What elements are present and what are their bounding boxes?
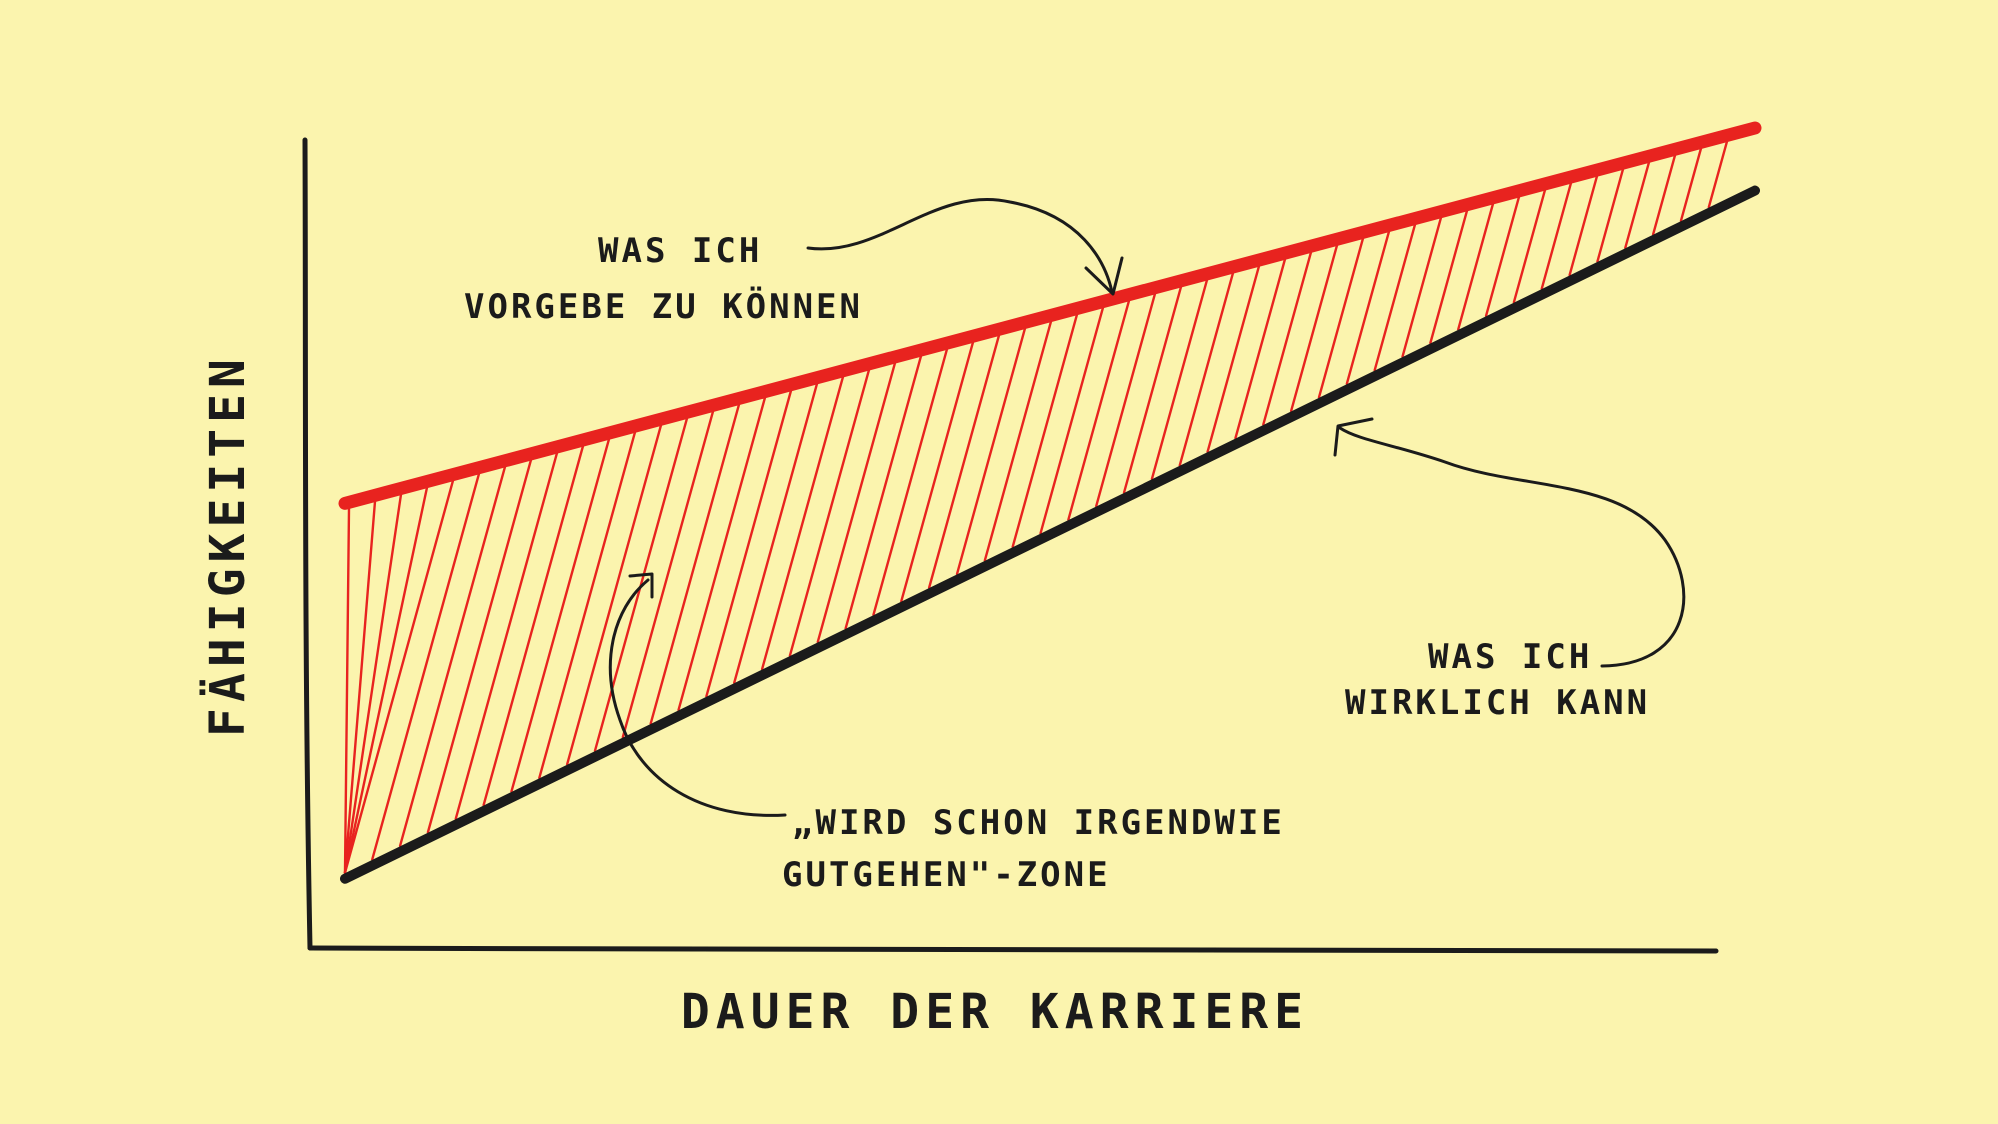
hatch-line	[1679, 147, 1703, 222]
annotation-pretend-line-2: VORGEBE ZU KÖNNEN	[464, 286, 863, 327]
hatch-line	[1651, 154, 1677, 236]
y-axis	[302, 137, 313, 951]
hatch-line	[1122, 285, 1183, 494]
y-axis-label: FÄHIGKEITEN	[199, 353, 256, 737]
hatch-line	[1206, 264, 1261, 453]
hatch-line	[1373, 223, 1417, 372]
hatch-line	[565, 424, 663, 766]
hatch-line	[482, 444, 585, 807]
hatch-line	[510, 437, 611, 793]
hatch-line	[454, 451, 559, 820]
hatch-line	[1707, 140, 1729, 209]
annotation-pretend-line-1: WAS ICH	[598, 231, 762, 271]
hatch-line	[733, 382, 819, 684]
hatch-line	[1039, 306, 1105, 535]
hatch-zone	[343, 140, 1729, 874]
hatch-line	[538, 430, 637, 780]
arrow-head-zone	[628, 572, 654, 599]
hatch-line	[1429, 209, 1469, 345]
hatch-line	[1624, 161, 1651, 250]
hatch-line	[1345, 230, 1391, 385]
hatch-line	[1484, 195, 1521, 318]
hatch-line	[1457, 202, 1495, 331]
arrow-head-actual	[1333, 417, 1374, 457]
x-axis-label: DAUER DER KARRIERE	[681, 984, 1309, 1040]
hatch-line	[705, 389, 793, 698]
hatch-line	[1540, 181, 1573, 290]
hatch-line	[816, 361, 897, 644]
hatch-line	[1178, 271, 1235, 467]
hatch-line	[1067, 299, 1131, 521]
annotation-zone-line-1: „WIRD SCHON IRGENDWIE	[792, 803, 1285, 843]
hatch-line	[1289, 244, 1339, 413]
hatch-line	[927, 334, 1001, 589]
hatch-line	[1095, 292, 1157, 508]
annotation-zone-line-2: GUTGEHEN"-ZONE	[782, 855, 1111, 895]
series-line-actual	[340, 185, 1760, 884]
hatch-line	[371, 472, 481, 861]
arrow-actual	[1338, 426, 1686, 668]
hatch-line	[955, 327, 1027, 576]
hatch-line	[426, 458, 533, 834]
arrow-zone	[608, 578, 787, 817]
hatch-line	[1568, 174, 1599, 277]
hatch-line	[900, 340, 975, 603]
hatch-line	[343, 493, 403, 874]
x-axis	[307, 945, 1719, 954]
hatch-line	[398, 465, 507, 848]
hatch-line	[1150, 278, 1209, 481]
hatch-line	[844, 354, 923, 630]
hatch-line	[343, 500, 377, 874]
hatch-line	[343, 507, 351, 874]
hatch-line	[1401, 216, 1443, 358]
series-line-pretend	[338, 121, 1762, 510]
hatch-line	[621, 410, 715, 739]
hatch-line	[1512, 188, 1547, 304]
hatch-line	[872, 347, 949, 617]
hatch-line	[1011, 313, 1079, 549]
hatch-line	[649, 403, 741, 725]
annotation-actual-line-1: WAS ICH	[1428, 637, 1592, 677]
hatch-line	[343, 486, 429, 874]
arrow-pretend	[806, 198, 1114, 294]
arrow-head-pretend	[1084, 256, 1124, 296]
hatch-line	[343, 479, 455, 874]
hatch-line	[788, 368, 871, 657]
hatch-line	[1234, 257, 1287, 440]
hatch-line	[1596, 167, 1625, 263]
hatch-line	[760, 375, 845, 671]
hatch-line	[1317, 237, 1365, 399]
hatch-line	[983, 320, 1053, 562]
hatch-line	[677, 396, 767, 712]
hatch-line	[1262, 250, 1313, 426]
annotation-actual-line-2: WIRKLICH KANN	[1345, 683, 1650, 723]
